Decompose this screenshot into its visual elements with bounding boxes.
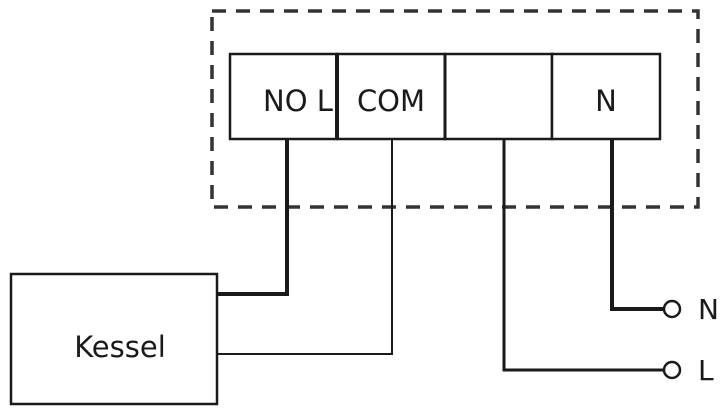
live-label: L bbox=[698, 354, 714, 387]
terminal-label-no-l: NO L bbox=[263, 84, 333, 118]
terminal-block: NO L COM N bbox=[228, 52, 662, 141]
neutral-label: N bbox=[698, 293, 719, 326]
boiler-box bbox=[9, 272, 219, 406]
live-connection-point bbox=[662, 360, 682, 380]
wire-terminal3-to-live bbox=[502, 139, 664, 372]
wire-n-to-neutral bbox=[610, 139, 664, 311]
terminal-n bbox=[550, 52, 662, 141]
terminal-label-n: N bbox=[595, 84, 617, 118]
terminal-empty bbox=[443, 52, 554, 141]
neutral-connection-point bbox=[662, 299, 682, 319]
wire-no-l-to-boiler bbox=[217, 139, 289, 296]
terminal-label-com: COM bbox=[357, 84, 425, 118]
boiler-label: Kessel bbox=[74, 330, 166, 364]
terminal-com bbox=[335, 52, 447, 141]
wire-com-to-boiler bbox=[217, 139, 393, 355]
thermostat-enclosure bbox=[210, 9, 700, 209]
